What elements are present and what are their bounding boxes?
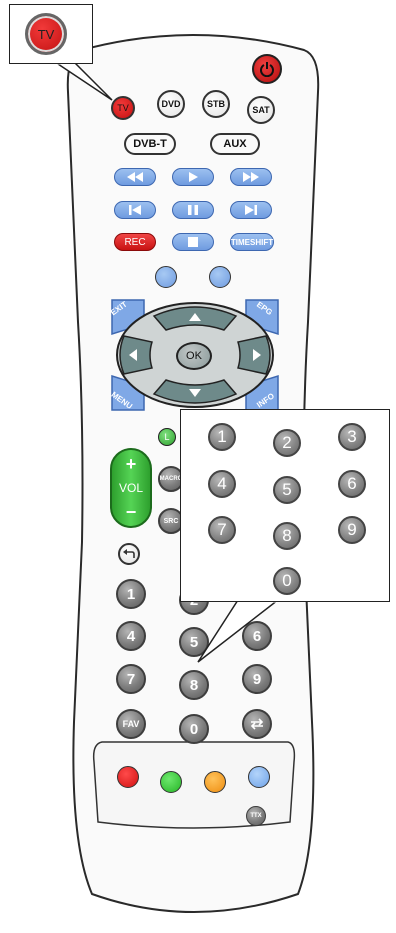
red-key[interactable] bbox=[117, 766, 139, 788]
tv-callout-button: TV bbox=[25, 13, 67, 55]
rec-button[interactable]: REC bbox=[114, 233, 156, 251]
sat-button[interactable]: SAT bbox=[247, 96, 275, 124]
zoom-key-2: 2 bbox=[273, 429, 301, 457]
stop-icon bbox=[188, 237, 198, 247]
blue-round-button-right[interactable] bbox=[209, 266, 231, 288]
keypad-callout-pointer bbox=[197, 599, 281, 663]
left-arrow-icon bbox=[129, 349, 137, 361]
previous-button[interactable] bbox=[114, 201, 156, 219]
blue-round-button-left[interactable] bbox=[155, 266, 177, 288]
l-button[interactable]: L bbox=[158, 428, 176, 446]
zoom-key-1: 1 bbox=[208, 423, 236, 451]
volume-rocker[interactable]: + VOL − bbox=[110, 448, 152, 528]
orange-key[interactable] bbox=[204, 771, 226, 793]
key-4[interactable]: 4 bbox=[116, 621, 146, 651]
zoom-key-4: 4 bbox=[208, 470, 236, 498]
key-0[interactable]: 0 bbox=[179, 714, 209, 744]
up-arrow-icon bbox=[189, 313, 201, 321]
key-8[interactable]: 8 bbox=[179, 670, 209, 700]
key-9[interactable]: 9 bbox=[242, 664, 272, 694]
dvb-t-button[interactable]: DVB-T bbox=[124, 133, 176, 155]
power-button[interactable] bbox=[252, 54, 282, 84]
volume-label: VOL bbox=[118, 481, 143, 495]
skip-back-icon bbox=[129, 205, 141, 215]
rewind-button[interactable] bbox=[114, 168, 156, 186]
right-arrow-icon bbox=[253, 349, 261, 361]
green-key[interactable] bbox=[160, 771, 182, 793]
key-1[interactable]: 1 bbox=[116, 579, 146, 609]
play-icon bbox=[189, 172, 198, 182]
back-arrow-icon bbox=[123, 549, 135, 558]
power-icon bbox=[260, 62, 274, 77]
key-7[interactable]: 7 bbox=[116, 664, 146, 694]
skip-forward-icon bbox=[245, 205, 257, 215]
zoom-key-3: 3 bbox=[338, 423, 366, 451]
volume-up-button[interactable]: + bbox=[125, 454, 137, 474]
tv-button[interactable]: TV bbox=[111, 96, 135, 120]
key-6[interactable]: 6 bbox=[242, 621, 272, 651]
zoom-key-8: 8 bbox=[273, 522, 301, 550]
ok-button[interactable]: OK bbox=[176, 342, 212, 370]
ttx-button[interactable]: TTX bbox=[246, 806, 266, 826]
rewind-icon bbox=[127, 172, 143, 182]
blue-key[interactable] bbox=[248, 766, 270, 788]
key-5[interactable]: 5 bbox=[179, 627, 209, 657]
zoom-key-5: 5 bbox=[273, 476, 301, 504]
fast-forward-icon bbox=[243, 172, 259, 182]
fav-button[interactable]: FAV bbox=[116, 709, 146, 739]
aux-button[interactable]: AUX bbox=[210, 133, 260, 155]
recall-icon bbox=[250, 718, 264, 730]
zoom-key-7: 7 bbox=[208, 516, 236, 544]
next-button[interactable] bbox=[230, 201, 272, 219]
recall-button[interactable] bbox=[242, 709, 272, 739]
back-button[interactable] bbox=[118, 543, 140, 565]
keypad-callout-box: 1 2 3 4 5 6 7 8 9 0 bbox=[180, 409, 390, 602]
stop-button[interactable] bbox=[172, 233, 214, 251]
volume-down-button[interactable]: − bbox=[125, 502, 137, 522]
pause-button[interactable] bbox=[172, 201, 214, 219]
fast-forward-button[interactable] bbox=[230, 168, 272, 186]
tv-callout-box: TV bbox=[9, 4, 93, 64]
stb-button[interactable]: STB bbox=[202, 90, 230, 118]
timeshift-button[interactable]: TIMESHIFT bbox=[230, 233, 274, 251]
down-arrow-icon bbox=[189, 389, 201, 397]
zoom-key-0: 0 bbox=[273, 567, 301, 595]
pause-icon bbox=[188, 205, 198, 215]
zoom-key-6: 6 bbox=[338, 470, 366, 498]
zoom-key-9: 9 bbox=[338, 516, 366, 544]
dvd-button[interactable]: DVD bbox=[157, 90, 185, 118]
play-button[interactable] bbox=[172, 168, 214, 186]
